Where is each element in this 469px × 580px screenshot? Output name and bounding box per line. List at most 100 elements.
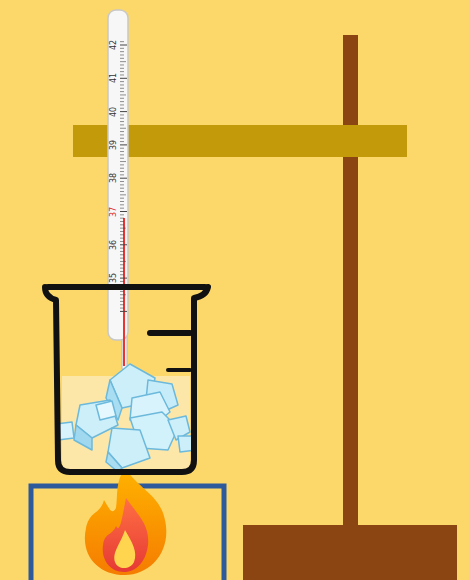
scale-tick <box>120 98 124 99</box>
scale-tick <box>120 184 124 185</box>
scale-tick <box>120 268 124 269</box>
scale-tick <box>120 64 124 65</box>
scale-tick <box>120 74 124 75</box>
scale-tick <box>120 71 124 72</box>
scale-tick <box>120 154 124 155</box>
scale-tick <box>120 128 126 129</box>
scale-tick <box>120 201 124 202</box>
scale-tick <box>120 214 124 215</box>
scale-tick <box>120 258 124 259</box>
scale-tick <box>120 181 124 182</box>
scale-number: 42 <box>111 40 119 50</box>
scale-tick <box>120 158 124 159</box>
scale-tick <box>120 121 124 122</box>
scale-tick <box>120 244 127 245</box>
scale-tick <box>120 164 124 165</box>
beaker-mark <box>150 330 190 336</box>
scale-tick <box>120 84 124 85</box>
flame <box>85 468 166 575</box>
stand-base <box>243 525 457 580</box>
scale-tick <box>120 231 124 232</box>
scale-tick <box>120 114 124 115</box>
flame-core <box>103 498 148 572</box>
stand-rod <box>343 35 358 530</box>
scale-tick <box>120 248 124 249</box>
scale-tick <box>120 308 124 309</box>
scale-tick <box>120 168 124 169</box>
scale-tick <box>120 124 124 125</box>
scale-tick <box>120 141 124 142</box>
scale-tick <box>120 204 124 205</box>
ice-cubes <box>56 364 196 472</box>
scale-tick <box>120 224 124 225</box>
scale-number: 36 <box>111 240 119 250</box>
scale-tick <box>120 101 124 102</box>
scale-tick <box>120 174 124 175</box>
scale-tick <box>120 48 124 49</box>
scale-tick <box>120 118 124 119</box>
scale-tick <box>120 58 124 59</box>
scale-tick <box>120 61 126 62</box>
scale-tick <box>120 144 127 145</box>
scale-tick <box>120 88 124 89</box>
scale-tick <box>120 104 124 105</box>
scale-tick <box>120 254 124 255</box>
scale-number: 35 <box>111 273 119 283</box>
scale-number: 39 <box>111 140 119 150</box>
scale-tick <box>120 241 124 242</box>
scale-tick <box>120 94 126 95</box>
scale-tick <box>120 234 124 235</box>
scale-tick <box>120 261 126 262</box>
scale-tick <box>120 161 126 162</box>
scale-number: 38 <box>111 173 119 183</box>
scale-tick <box>120 68 124 69</box>
scale-tick <box>120 274 124 275</box>
scale-tick <box>120 238 124 239</box>
scale-tick <box>120 151 124 152</box>
beaker <box>45 287 208 472</box>
scale-tick <box>120 304 124 305</box>
scale-tick <box>120 311 127 312</box>
scale-tick <box>120 191 124 192</box>
scale-tick <box>120 45 127 46</box>
thermometer-ticks <box>120 42 127 312</box>
scale-tick <box>120 194 126 195</box>
burner-stand <box>31 486 224 580</box>
scale-tick <box>120 54 124 55</box>
scale-tick <box>120 108 124 109</box>
scale-tick <box>120 211 127 212</box>
scale-number: 40 <box>111 107 119 117</box>
scale-tick <box>120 301 124 302</box>
scale-tick <box>120 228 126 229</box>
scale-tick <box>120 298 124 299</box>
scale-tick <box>120 138 124 139</box>
scale-tick <box>120 78 127 79</box>
scale-tick <box>120 188 124 189</box>
scale-tick <box>120 281 124 282</box>
scale-tick <box>120 271 124 272</box>
scale-tick <box>120 251 124 252</box>
scale-number: 41 <box>111 73 119 83</box>
scale-number: 37 <box>111 206 119 216</box>
scale-tick <box>120 91 124 92</box>
scale-tick <box>120 208 124 209</box>
scale-tick <box>120 81 124 82</box>
beaker-mark <box>168 368 190 372</box>
thermometer <box>108 10 128 370</box>
beaker-rim <box>48 284 205 290</box>
scale-tick <box>120 221 124 222</box>
scale-tick <box>120 218 124 219</box>
scale-tick <box>120 291 124 292</box>
scale-tick <box>120 41 124 42</box>
scale-tick <box>120 148 124 149</box>
scale-tick <box>120 264 124 265</box>
scale-tick <box>120 111 127 112</box>
scale-tick <box>120 178 127 179</box>
scale-tick <box>120 171 124 172</box>
scale-tick <box>120 134 124 135</box>
scale-tick <box>120 278 127 279</box>
scale-tick <box>120 131 124 132</box>
flame-tip <box>114 530 135 568</box>
